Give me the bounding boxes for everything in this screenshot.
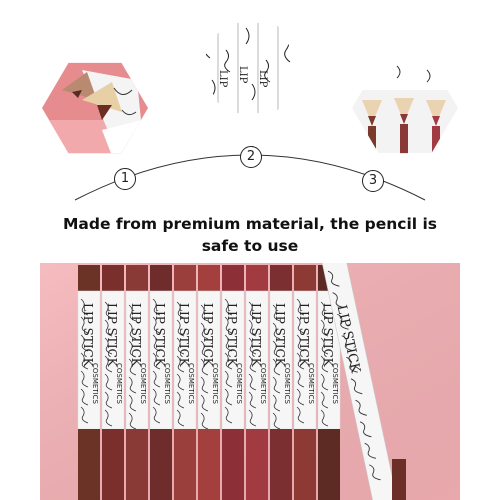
hexagon-image-pencil-tip: [42, 62, 148, 154]
svg-text:COSMETICS: COSMETICS: [307, 363, 315, 405]
svg-text:LIP STICK: LIP STICK: [225, 303, 239, 368]
svg-text:LIP STICK: LIP STICK: [273, 303, 287, 368]
svg-text:LIP: LIP: [217, 70, 228, 88]
svg-text:LIP STICK: LIP STICK: [129, 303, 143, 368]
svg-text:LIP STICK: LIP STICK: [321, 303, 335, 368]
svg-text:COSMETICS: COSMETICS: [211, 363, 219, 405]
step-number-3: 3: [362, 170, 384, 192]
hexagon-image-pencil-tips: [352, 62, 458, 154]
svg-text:LIP STICK: LIP STICK: [177, 303, 191, 368]
step-number-2: 2: [240, 146, 262, 168]
caption-line-1: Made from premium material, the pencil i…: [62, 215, 438, 233]
svg-text:LIP STICK: LIP STICK: [249, 303, 263, 368]
svg-text:LIP: LIP: [237, 66, 248, 84]
svg-text:LIP STICK: LIP STICK: [297, 303, 311, 368]
svg-text:LIP STICK: LIP STICK: [81, 303, 95, 368]
svg-text:COSMETICS: COSMETICS: [115, 363, 123, 405]
step-number-1: 1: [114, 168, 136, 190]
svg-text:COSMETICS: COSMETICS: [163, 363, 171, 405]
svg-text:COSMETICS: COSMETICS: [91, 363, 99, 405]
svg-text:LIP STICK: LIP STICK: [153, 303, 167, 368]
svg-text:COSMETICS: COSMETICS: [139, 363, 147, 405]
hexagon-image-pencil-label: LIP LIP LIP: [198, 22, 302, 114]
svg-text:LIP STICK: LIP STICK: [201, 303, 215, 368]
svg-text:COSMETICS: COSMETICS: [187, 363, 195, 405]
svg-text:COSMETICS: COSMETICS: [235, 363, 243, 405]
svg-text:LIP STICK: LIP STICK: [105, 303, 119, 368]
caption-line-2: safe to use: [201, 237, 299, 255]
short-pencil-stub: [392, 459, 406, 500]
svg-text:COSMETICS: COSMETICS: [259, 363, 267, 405]
svg-text:COSMETICS: COSMETICS: [283, 363, 291, 405]
svg-text:LIP: LIP: [257, 70, 268, 88]
svg-text:COSMETICS: COSMETICS: [331, 363, 339, 405]
feature-caption: Made from premium material, the pencil i…: [40, 213, 460, 257]
